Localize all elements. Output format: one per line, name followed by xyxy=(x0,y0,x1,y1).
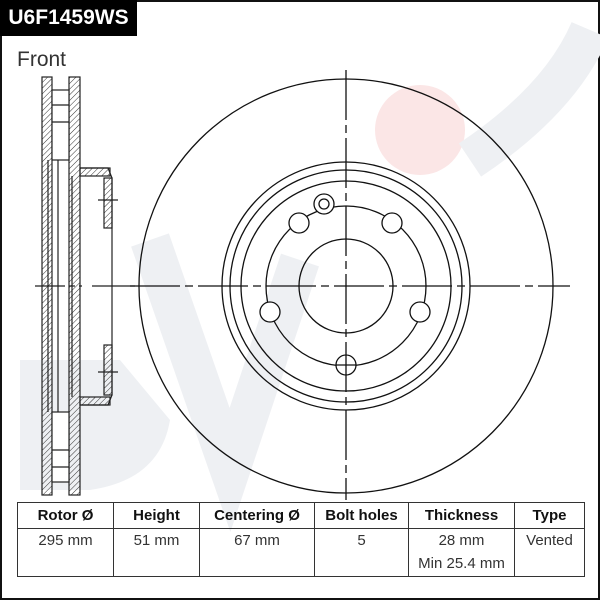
table-row: 295 mm 51 mm 67 mm 5 28 mm Min 25.4 mm V… xyxy=(17,528,585,577)
thickness-cell: 28 mm Min 25.4 mm xyxy=(408,528,515,577)
view-label: Front xyxy=(17,48,67,71)
bolt-hole xyxy=(259,301,281,323)
spec-table: Rotor Ø Height Centering Ø Bolt holes Th… xyxy=(17,502,585,577)
centering-diameter-value: 67 mm xyxy=(199,528,315,577)
header-thickness: Thickness xyxy=(408,502,515,529)
height-value: 51 mm xyxy=(113,528,200,577)
bolt-hole xyxy=(381,212,403,234)
header-height: Height xyxy=(113,502,200,529)
rotor-diameter-value: 295 mm xyxy=(17,528,114,577)
header-rotor-diameter: Rotor Ø xyxy=(17,502,114,529)
type-value: Vented xyxy=(514,528,585,577)
side-profile-view xyxy=(35,76,135,496)
disc-front-view xyxy=(130,70,570,500)
header-bolt-holes: Bolt holes xyxy=(314,502,409,529)
table-header-row: Rotor Ø Height Centering Ø Bolt holes Th… xyxy=(17,502,585,529)
watermark-logo xyxy=(20,21,600,533)
header-centering-diameter: Centering Ø xyxy=(199,502,315,529)
bolt-hole xyxy=(288,212,310,234)
thickness-value: 28 mm xyxy=(438,532,485,549)
bolt-hole xyxy=(409,301,431,323)
locating-hole xyxy=(313,193,335,215)
part-number-label: U6F1459WS xyxy=(0,0,137,36)
header-type: Type xyxy=(514,502,585,529)
thickness-min-value: Min 25.4 mm xyxy=(418,555,505,572)
bolt-holes-value: 5 xyxy=(314,528,409,577)
